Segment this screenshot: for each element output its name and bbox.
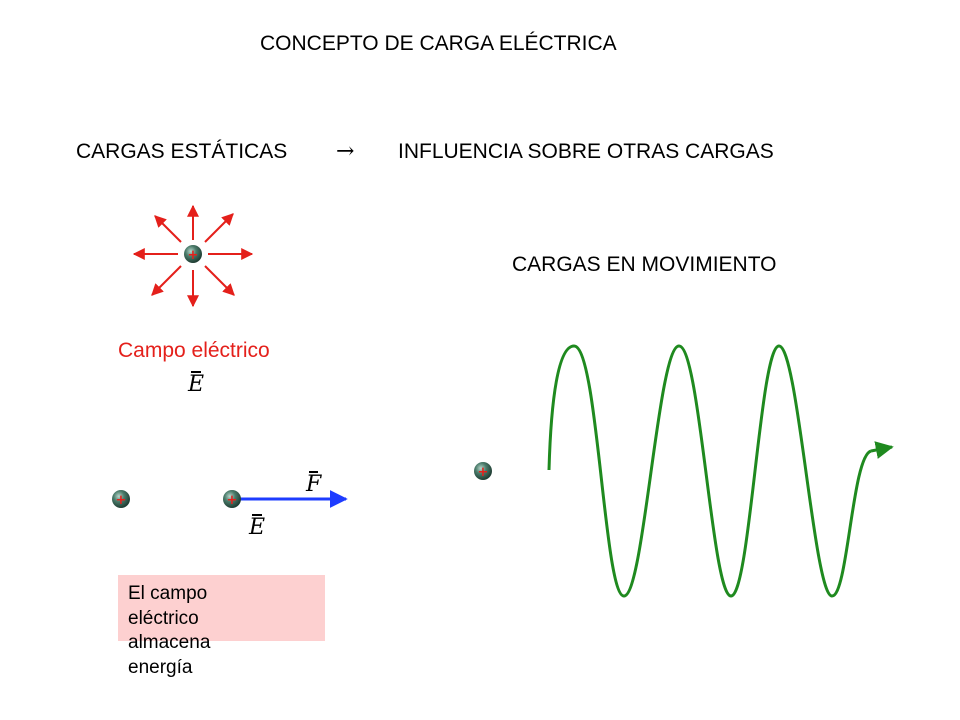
- charge-left: +: [112, 490, 130, 508]
- charge-sign: +: [116, 493, 127, 508]
- force-vector-symbol: F: [306, 471, 322, 497]
- charge-sign: +: [227, 493, 238, 508]
- wave-direction-arrow: [870, 441, 894, 459]
- electric-field-arrows: [132, 204, 254, 308]
- charge-central: +: [184, 245, 202, 263]
- moving-charges-label: CARGAS EN MOVIMIENTO: [512, 253, 777, 276]
- slide-title: CONCEPTO DE CARGA ELÉCTRICA: [260, 32, 617, 55]
- energy-note: El campo eléctrico almacena energía: [128, 583, 211, 679]
- field-vector-symbol: E: [188, 371, 205, 397]
- charge-sign: +: [188, 248, 199, 263]
- field-arrow-down-right: [204, 265, 235, 296]
- implies-arrow-icon: →: [336, 139, 355, 164]
- charge-force: +: [223, 490, 241, 508]
- field-arrow-up-left: [154, 215, 182, 243]
- field-arrow-down-left: [151, 265, 182, 296]
- electric-field-label: Campo eléctrico: [118, 339, 270, 362]
- charge-sign: +: [478, 465, 489, 480]
- note-box: [118, 575, 325, 641]
- static-charges-label: CARGAS ESTÁTICAS: [76, 140, 288, 163]
- charge-moving: +: [474, 462, 492, 480]
- field-arrow-up-right: [204, 213, 234, 243]
- electromagnetic-wave: [547, 344, 872, 598]
- field-vector-symbol-2: E: [249, 514, 266, 540]
- influence-label: INFLUENCIA SOBRE OTRAS CARGAS: [398, 140, 774, 163]
